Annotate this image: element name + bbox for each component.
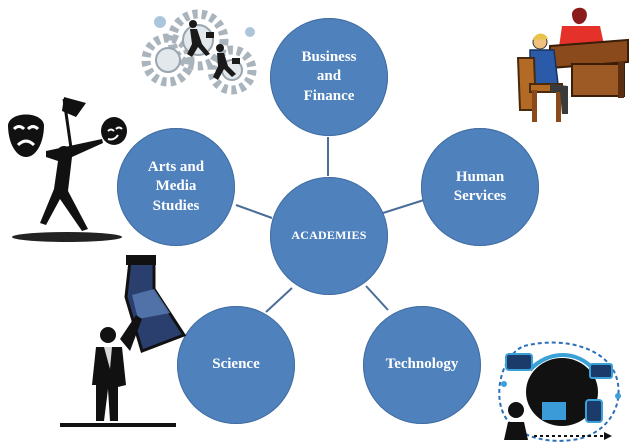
connector-arts (235, 204, 273, 219)
connector-technology (365, 285, 389, 311)
node-label: Business and Finance (301, 48, 357, 104)
technology-multitasking-icon (498, 341, 621, 442)
office-desk-meeting-icon (516, 7, 629, 122)
node-science: Science (177, 306, 295, 424)
node-human-services: Human Services (421, 128, 539, 246)
node-label: Science (212, 356, 260, 373)
theater-masks-dancer-icon (8, 97, 127, 242)
connector-human (382, 199, 425, 214)
node-label: Arts and Media Studies (147, 158, 205, 214)
center-label: ACADEMIES (291, 228, 367, 243)
node-business-finance: Business and Finance (270, 18, 388, 136)
center-node-academies: ACADEMIES (270, 177, 388, 295)
science-flask-person-icon (60, 255, 187, 427)
node-label: Human Services (453, 168, 507, 205)
connector-science (265, 287, 293, 313)
node-technology: Technology (363, 306, 481, 424)
node-arts-media: Arts and Media Studies (117, 128, 235, 246)
gears-businessmen-icon (141, 9, 257, 95)
node-label: Technology (385, 356, 459, 373)
